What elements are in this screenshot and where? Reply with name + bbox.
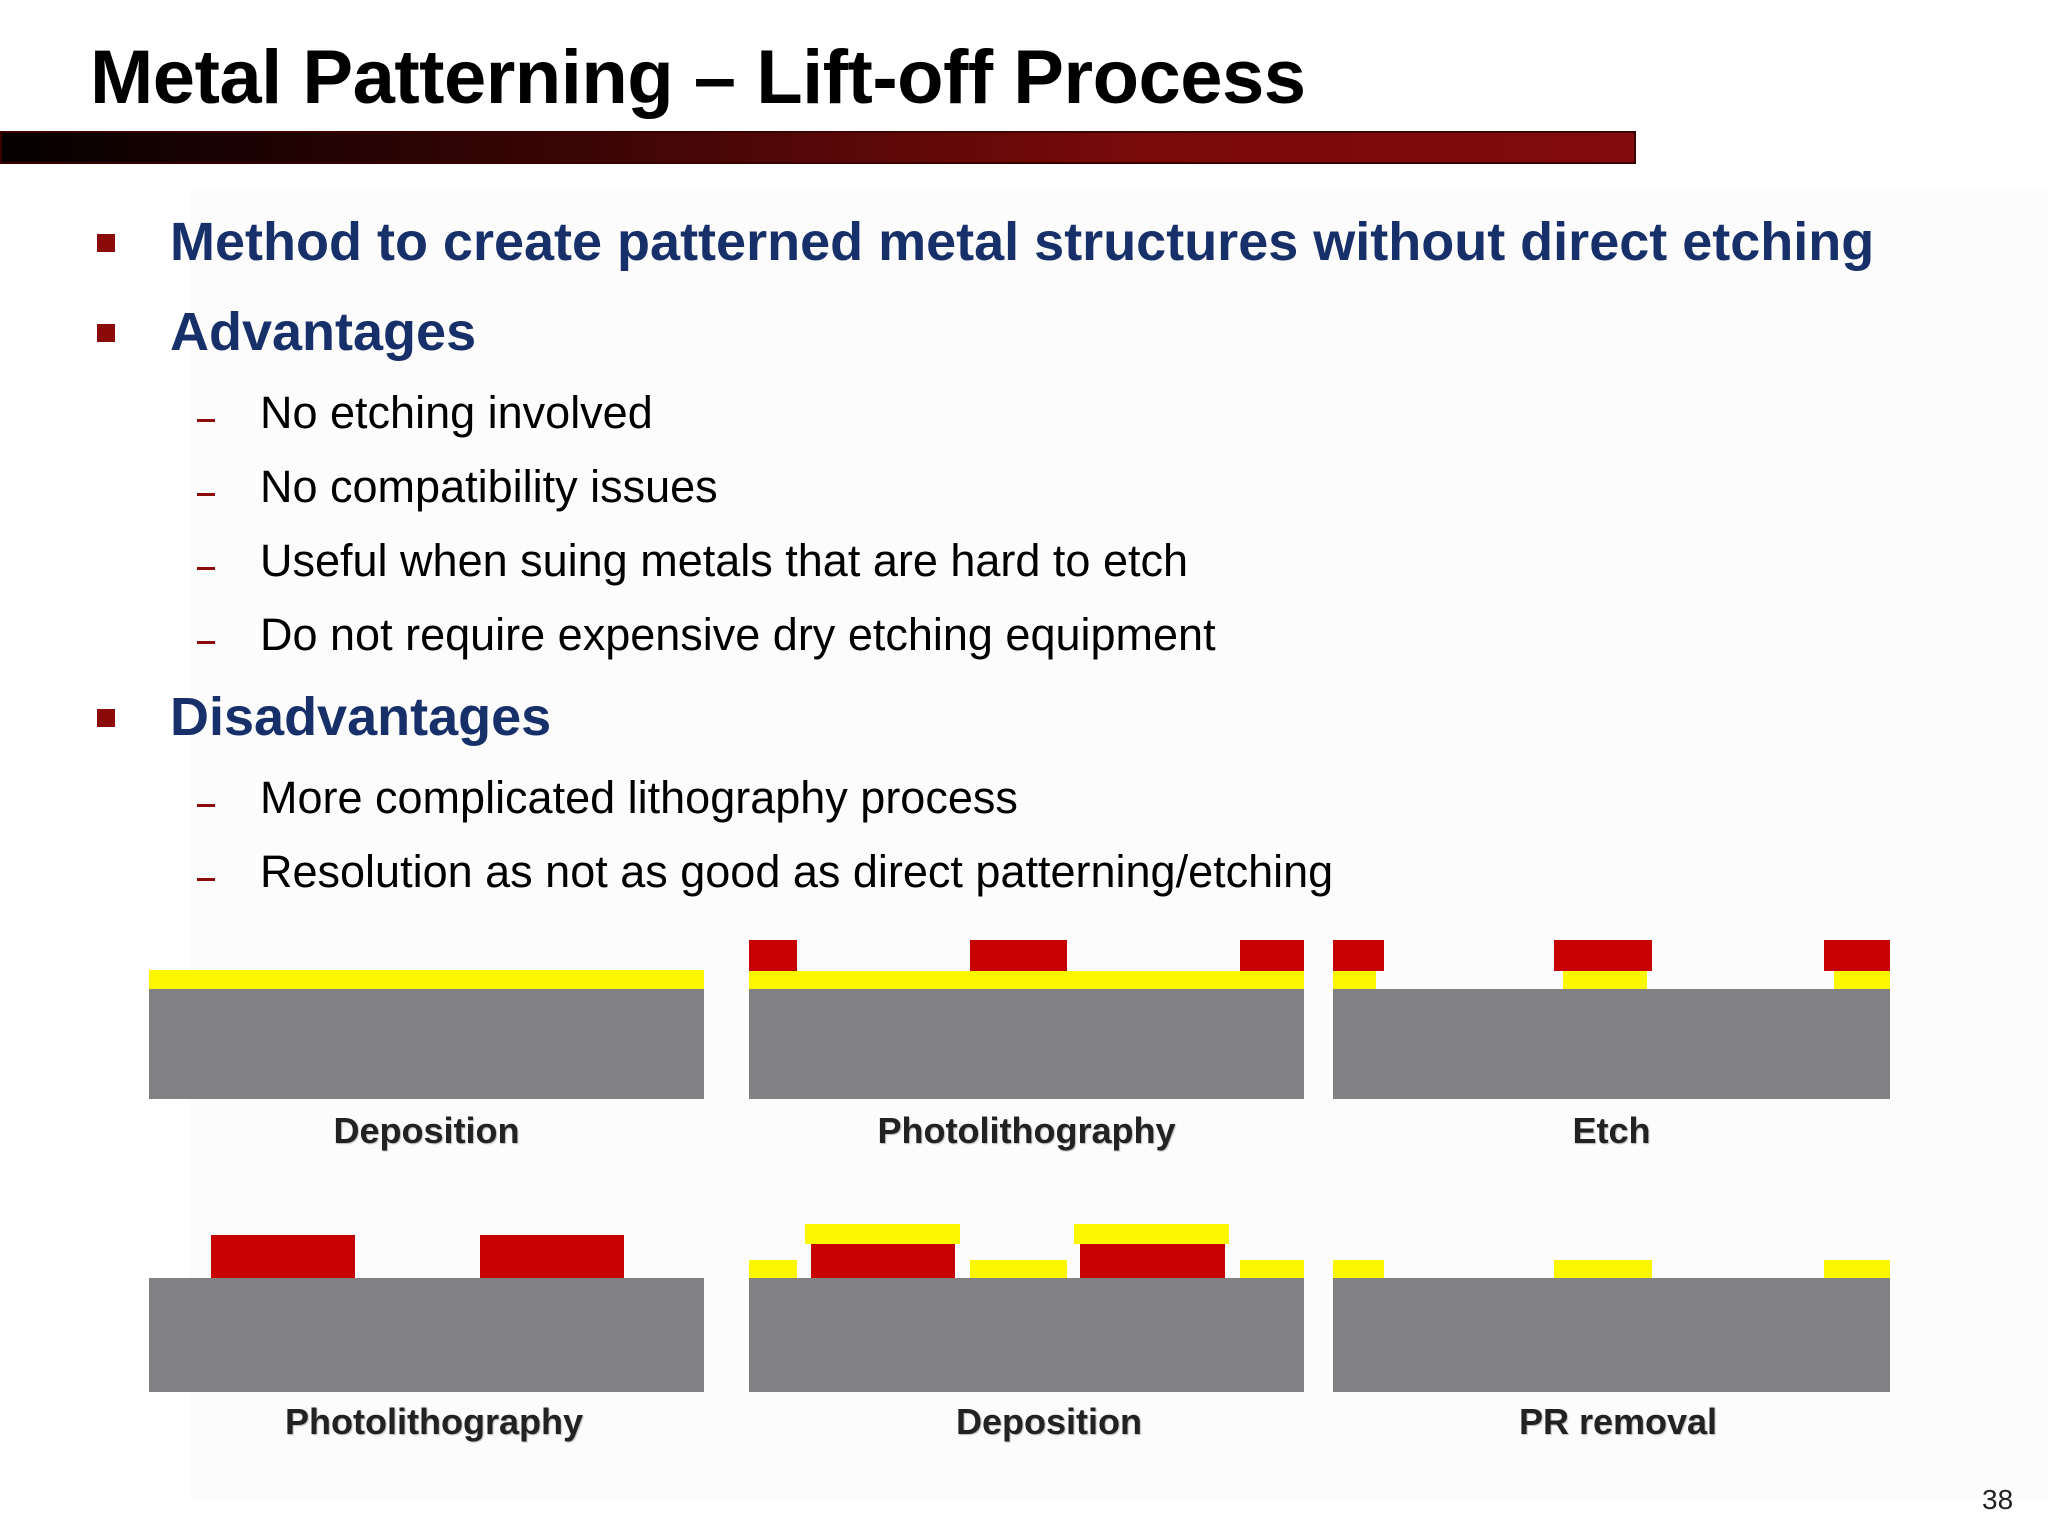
- photoresist-block: [480, 1235, 624, 1278]
- metal-line: [749, 1260, 797, 1278]
- metal-line: [1333, 1260, 1384, 1278]
- substrate: [149, 1278, 704, 1392]
- substrate: [1333, 989, 1890, 1099]
- sub-bullet-item: Useful when suing metals that are hard t…: [260, 535, 1189, 586]
- step-caption: Deposition: [956, 1401, 1142, 1442]
- photoresist-block: [970, 940, 1067, 971]
- photoresist-block: [1240, 940, 1304, 971]
- photoresist-block: [1824, 940, 1890, 971]
- substrate: [149, 989, 704, 1099]
- metal-layer: [749, 971, 1304, 989]
- sub-bullet-dash: [197, 641, 215, 644]
- bullet-marker: [97, 234, 115, 252]
- substrate: [749, 1278, 1304, 1392]
- photoresist-block: [1333, 940, 1384, 971]
- bullet-marker: [97, 709, 115, 727]
- step-caption: Deposition: [333, 1110, 520, 1151]
- step-caption: Photolithography: [877, 1110, 1176, 1151]
- substrate: [1333, 1278, 1890, 1392]
- photoresist-block: [1554, 940, 1652, 971]
- metal-line: [1563, 971, 1647, 989]
- slide-title: Metal Patterning – Lift-off Process: [90, 35, 1306, 120]
- metal-layer: [149, 970, 704, 989]
- metal-line: [1834, 971, 1890, 989]
- metal-on-resist: [805, 1224, 960, 1244]
- photoresist-block: [211, 1235, 355, 1278]
- sub-bullet-item: Do not require expensive dry etching equ…: [260, 609, 1216, 660]
- substrate: [749, 989, 1304, 1099]
- sub-bullet-item: More complicated lithography process: [260, 772, 1018, 823]
- photoresist-block: [811, 1244, 955, 1278]
- metal-line: [970, 1260, 1067, 1278]
- metal-on-resist: [1074, 1224, 1229, 1244]
- bullet-item: Advantages: [170, 302, 477, 362]
- sub-bullet-dash: [197, 493, 215, 496]
- sub-bullet-dash: [197, 567, 215, 570]
- step-caption: PR removal: [1518, 1401, 1718, 1442]
- metal-line: [1554, 1260, 1652, 1278]
- photoresist-block: [1080, 1244, 1225, 1278]
- step-caption: Etch: [1572, 1110, 1651, 1151]
- bullet-item: Disadvantages: [170, 687, 552, 747]
- sub-bullet-dash: [197, 419, 215, 422]
- sub-bullet-item: No etching involved: [260, 387, 653, 438]
- sub-bullet-dash: [197, 804, 215, 807]
- bullet-marker: [97, 324, 115, 342]
- photoresist-block: [749, 940, 797, 971]
- sub-bullet-dash: [197, 878, 215, 881]
- title-underline-bar: [0, 131, 1636, 164]
- metal-line: [1824, 1260, 1890, 1278]
- sub-bullet-item: Resolution as not as good as direct patt…: [260, 846, 1334, 897]
- metal-line: [1240, 1260, 1304, 1278]
- sub-bullet-item: No compatibility issues: [260, 461, 718, 512]
- page-number: 38: [1982, 1484, 2014, 1515]
- metal-line: [1333, 971, 1376, 989]
- step-caption: Photolithography: [285, 1401, 583, 1442]
- bullet-item: Method to create patterned metal structu…: [170, 212, 1875, 272]
